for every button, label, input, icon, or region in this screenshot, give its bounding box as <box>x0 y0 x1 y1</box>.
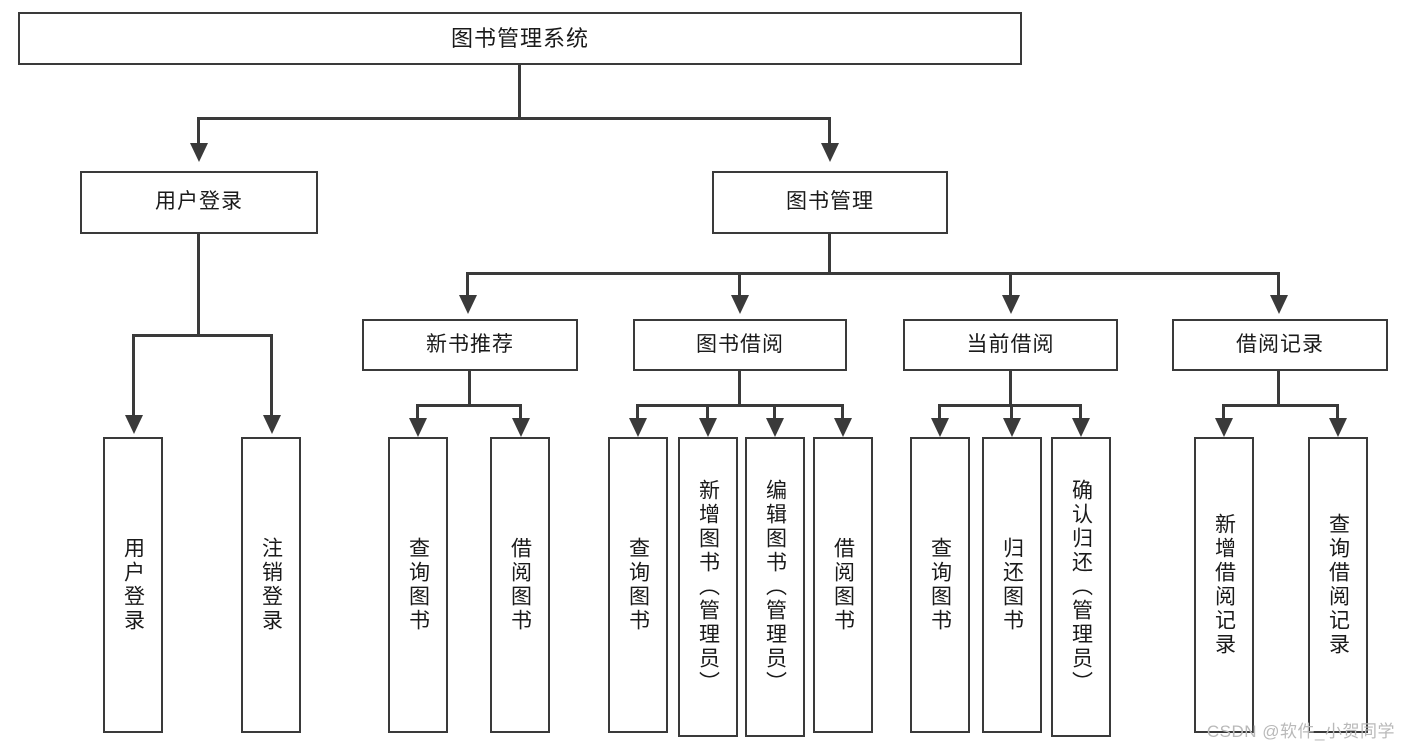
node-label: 借阅图书 <box>831 537 855 633</box>
connector-bm-drop-2 <box>738 272 741 297</box>
connector-user-login-drop-1 <box>132 334 135 417</box>
node-book-management-system[interactable]: 图书管理系统 <box>18 12 1022 65</box>
arrowhead-borrow-record <box>1270 295 1288 314</box>
connector-root-to-book-management <box>828 117 831 145</box>
leaf-user-login[interactable]: 用户登录 <box>103 437 163 733</box>
node-label: 用户登录 <box>155 190 243 214</box>
node-label: 新增借阅记录 <box>1212 513 1236 657</box>
connector-borrow-drop-4 <box>841 404 844 420</box>
arrowhead-recommend-borrow-book <box>512 418 530 437</box>
node-label: 借阅图书 <box>508 537 532 633</box>
arrowhead-new-book-recommend <box>459 295 477 314</box>
connector-recommend-drop-2 <box>519 404 522 420</box>
connector-user-login-bar <box>132 334 270 337</box>
node-label: 用户登录 <box>121 537 145 633</box>
connector-current-drop-3 <box>1079 404 1082 420</box>
connector-recommend-stem <box>468 371 471 404</box>
connector-borrow-drop-3 <box>773 404 776 420</box>
connector-current-stem <box>1009 371 1012 404</box>
connector-current-drop-1 <box>938 404 941 420</box>
arrowhead-current-confirm-return <box>1072 418 1090 437</box>
connector-borrow-drop-1 <box>636 404 639 420</box>
arrowhead-borrow-edit-book <box>766 418 784 437</box>
connector-book-management-bar <box>466 272 1280 275</box>
connector-bm-drop-4 <box>1277 272 1280 297</box>
node-label: 图书管理系统 <box>450 25 589 51</box>
node-label: 注销登录 <box>259 537 283 633</box>
arrowhead-book-management <box>821 143 839 162</box>
arrowhead-leaf-user-login <box>125 415 143 434</box>
node-label: 当前借阅 <box>966 332 1055 356</box>
connector-root-to-user-login <box>197 117 200 145</box>
leaf-borrow-add-book[interactable]: 新增图书（管理员） <box>678 437 738 737</box>
node-new-book-recommend[interactable]: 新书推荐 <box>362 319 578 371</box>
arrowhead-recommend-query-book <box>409 418 427 437</box>
leaf-borrow-query-book[interactable]: 查询图书 <box>608 437 668 733</box>
arrowhead-leaf-logout <box>263 415 281 434</box>
arrowhead-record-add-record <box>1215 418 1233 437</box>
connector-book-management-stem <box>828 234 831 272</box>
connector-recommend-bar <box>416 404 522 407</box>
node-label: 新增图书（管理员） <box>696 479 720 695</box>
node-label: 新书推荐 <box>426 332 514 356</box>
node-book-management[interactable]: 图书管理 <box>712 171 948 234</box>
leaf-recommend-query-book[interactable]: 查询图书 <box>388 437 448 733</box>
leaf-borrow-borrow-book[interactable]: 借阅图书 <box>813 437 873 733</box>
connector-bm-drop-1 <box>466 272 469 297</box>
connector-user-login-drop-2 <box>270 334 273 417</box>
node-label: 图书借阅 <box>696 332 784 356</box>
connector-record-bar <box>1222 404 1338 407</box>
arrowhead-borrow-query-book <box>629 418 647 437</box>
connector-recommend-drop-1 <box>416 404 419 420</box>
leaf-borrow-edit-book[interactable]: 编辑图书（管理员） <box>745 437 805 737</box>
node-label: 借阅记录 <box>1236 332 1324 356</box>
connector-user-login-stem <box>197 234 200 334</box>
connector-record-stem <box>1277 371 1280 404</box>
node-label: 确认归还（管理员） <box>1069 479 1093 695</box>
arrowhead-borrow-add-book <box>699 418 717 437</box>
node-label: 归还图书 <box>1000 537 1024 633</box>
arrowhead-current-return-book <box>1003 418 1021 437</box>
node-label: 编辑图书（管理员） <box>763 479 787 695</box>
connector-borrow-drop-2 <box>706 404 709 420</box>
node-label: 查询图书 <box>406 537 430 633</box>
node-borrow-record[interactable]: 借阅记录 <box>1172 319 1388 371</box>
leaf-current-return-book[interactable]: 归还图书 <box>982 437 1042 733</box>
connector-root-stem <box>518 65 521 117</box>
leaf-record-add-record[interactable]: 新增借阅记录 <box>1194 437 1254 733</box>
node-label: 查询图书 <box>626 537 650 633</box>
node-book-borrow[interactable]: 图书借阅 <box>633 319 847 371</box>
node-label: 查询借阅记录 <box>1326 513 1350 657</box>
connector-borrow-stem <box>738 371 741 404</box>
leaf-current-query-book[interactable]: 查询图书 <box>910 437 970 733</box>
leaf-current-confirm-return[interactable]: 确认归还（管理员） <box>1051 437 1111 737</box>
leaf-recommend-borrow-book[interactable]: 借阅图书 <box>490 437 550 733</box>
connector-bm-drop-3 <box>1009 272 1012 297</box>
arrowhead-user-login <box>190 143 208 162</box>
arrowhead-current-query-book <box>931 418 949 437</box>
leaf-logout[interactable]: 注销登录 <box>241 437 301 733</box>
arrowhead-book-borrow <box>731 295 749 314</box>
leaf-record-query-record[interactable]: 查询借阅记录 <box>1308 437 1368 733</box>
arrowhead-record-query-record <box>1329 418 1347 437</box>
connector-root-bar <box>197 117 831 120</box>
connector-record-drop-2 <box>1336 404 1339 420</box>
connector-current-drop-2 <box>1010 404 1013 420</box>
arrowhead-borrow-borrow-book <box>834 418 852 437</box>
connector-borrow-bar <box>636 404 843 407</box>
node-current-borrow[interactable]: 当前借阅 <box>903 319 1118 371</box>
node-label: 图书管理 <box>786 190 874 214</box>
arrowhead-current-borrow <box>1002 295 1020 314</box>
node-user-login[interactable]: 用户登录 <box>80 171 318 234</box>
connector-record-drop-1 <box>1222 404 1225 420</box>
node-label: 查询图书 <box>928 537 952 633</box>
